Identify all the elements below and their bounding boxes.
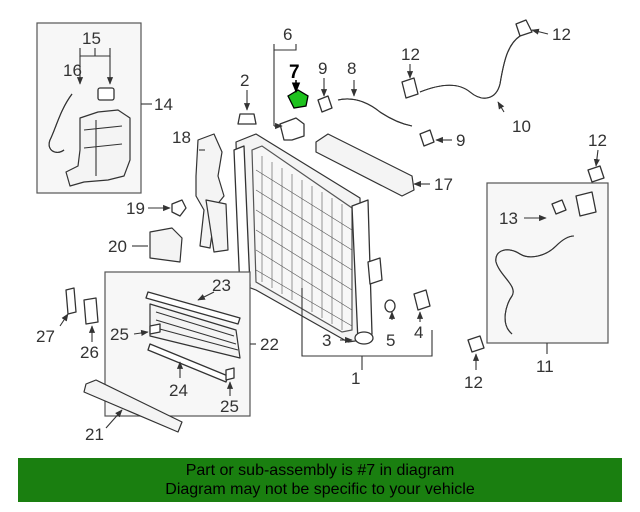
hose-clamp-lower (419, 129, 435, 147)
lower-mount-cushion (354, 331, 374, 345)
callout-26: 26 (80, 343, 99, 362)
callout-3: 3 (322, 331, 331, 350)
callout-4: 4 (414, 323, 423, 342)
lower-bracket (205, 199, 229, 253)
callout-25b: 25 (220, 397, 239, 416)
callout-2: 2 (240, 71, 249, 90)
callout-10: 10 (512, 117, 531, 136)
lower-hose-group (467, 149, 609, 370)
lower-deflector (83, 379, 183, 433)
hose-clamp-12b (515, 19, 533, 37)
seal-upper (145, 291, 241, 325)
radiator-core (255, 156, 353, 330)
radiator-hose-upper (419, 35, 521, 99)
callout-7: 7 (289, 62, 300, 83)
thermostat-fitting (279, 117, 305, 141)
callout-11: 11 (536, 357, 554, 376)
callout-17: 17 (434, 175, 453, 194)
clip-26 (83, 297, 99, 325)
callout-18: 18 (172, 128, 191, 147)
callout-labels: 1 2 3 4 5 6 7 8 9 9 10 11 12 12 12 12 13… (36, 25, 607, 444)
reservoir-cap (97, 87, 115, 101)
callout-13: 13 (499, 209, 518, 228)
support-bar (315, 133, 415, 197)
reservoir-tank (65, 109, 131, 187)
bracket-27 (65, 287, 77, 315)
callout-1: 1 (351, 369, 360, 388)
drain-cock (413, 289, 431, 311)
part-7-highlight (287, 89, 309, 109)
hose-clamp-12a (401, 77, 419, 99)
shutter-group (104, 271, 256, 417)
shroud-bracket-group (132, 133, 229, 263)
callout-15: 15 (82, 29, 101, 48)
deflector (149, 227, 183, 263)
o-ring (384, 299, 396, 313)
callout-6: 6 (283, 25, 292, 44)
small-clamp (551, 199, 567, 215)
clip (171, 199, 187, 217)
upper-hose-group (237, 19, 549, 147)
callout-23: 23 (212, 276, 231, 295)
callout-22: 22 (260, 335, 279, 354)
pin-upper (149, 323, 161, 335)
callout-12a: 12 (552, 25, 571, 44)
callout-9a: 9 (318, 59, 327, 78)
notice-line-disclaimer: Diagram may not be specific to your vehi… (165, 481, 475, 498)
hose-connector (575, 191, 597, 217)
drain-plug (237, 113, 257, 125)
callout-21: 21 (85, 425, 104, 444)
callout-5: 5 (386, 331, 395, 350)
hose-clamp-12d (467, 335, 485, 353)
callout-14: 14 (154, 95, 173, 114)
hose-clamp-12c (587, 165, 605, 183)
callout-27: 27 (36, 327, 55, 346)
pin-lower (225, 367, 235, 381)
callout-12d: 12 (464, 373, 483, 392)
callout-19: 19 (126, 199, 145, 218)
seal-lower (147, 343, 229, 383)
callout-25a: 25 (110, 325, 129, 344)
notice-line-part: Part or sub-assembly is #7 in diagram (185, 462, 455, 479)
callout-12b: 12 (401, 45, 420, 64)
diagram-notice-banner: Part or sub-assembly is #7 in diagram Di… (18, 458, 622, 502)
callout-9b: 9 (456, 131, 465, 150)
reservoir-group (36, 22, 152, 194)
callout-16: 16 (63, 61, 82, 80)
callout-20: 20 (108, 237, 127, 256)
callout-12c: 12 (588, 131, 607, 150)
radiator (233, 133, 383, 343)
callout-24: 24 (169, 381, 188, 400)
radiator-base-parts (301, 288, 433, 370)
callout-8: 8 (347, 59, 356, 78)
hose-clamp-upper (317, 95, 333, 113)
bypass-hose (337, 98, 413, 127)
